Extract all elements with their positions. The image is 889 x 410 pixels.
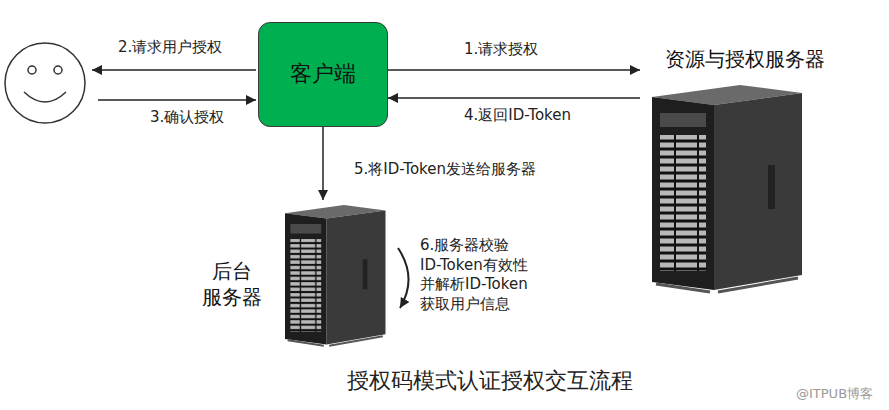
server-node: 资源与授权服务器 — [640, 38, 880, 294]
edge-label: 4.返回ID-Token — [462, 106, 573, 125]
server-node: 后台 服务器 — [192, 200, 387, 350]
flow-arrow — [388, 69, 640, 71]
node-heading: 后台 服务器 — [192, 258, 272, 310]
step-label: 6.服务器校验 ID-Token有效性 并解析ID-Token 获取用户信息 — [420, 236, 570, 314]
step-label: 3.确认授权 — [150, 108, 224, 126]
client-box: 客户端 — [258, 22, 388, 127]
loop-arrow — [398, 248, 409, 308]
caption: 授权码模式认证授权交互流程 — [270, 366, 710, 396]
edge-label: 5.将ID-Token发送给服务器 — [352, 160, 538, 179]
edge-label: 1.请求授权 — [462, 40, 540, 59]
user-face — [5, 43, 85, 123]
flow-arrow — [388, 97, 640, 99]
node-heading: 资源与授权服务器 — [665, 46, 825, 72]
flow-arrow — [322, 127, 324, 200]
step-label: 2.请求用户授权 — [118, 38, 222, 56]
node-title: 客户端 — [290, 60, 356, 89]
watermark: @ITPUB博客 — [796, 386, 873, 402]
server-picture — [652, 85, 802, 292]
server-picture — [285, 205, 386, 346]
confirm-arrow — [98, 99, 256, 101]
request-arrow — [92, 69, 256, 71]
